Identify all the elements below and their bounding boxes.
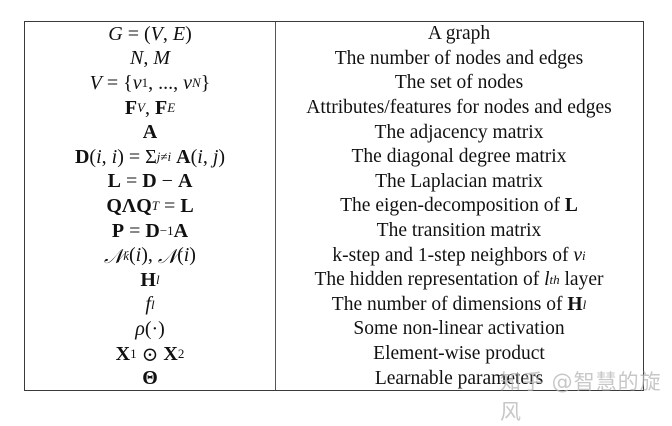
symbol-cell: N, M xyxy=(129,47,170,70)
description-cell: Attributes/features for nodes and edges xyxy=(306,97,612,119)
description-cell: Element-wise product xyxy=(373,343,545,365)
description-cell: Some non-linear activation xyxy=(353,318,565,340)
watermark-text: 知乎 @智慧的旋风 xyxy=(500,370,662,424)
symbol-cell: G = (V, E) xyxy=(108,22,192,45)
math-vi: v xyxy=(573,244,583,266)
description-cell: The transition matrix xyxy=(376,220,542,242)
symbol-cell: L = D − A xyxy=(107,170,193,193)
table-row: Θ Learnable parameters xyxy=(25,366,643,391)
table-row: L = D − A The Laplacian matrix xyxy=(25,170,643,195)
math-L: L xyxy=(564,195,578,217)
notation-table: G = (V, E) A graph N, M The number of no… xyxy=(24,21,644,391)
table-row: ρ(·) Some non-linear activation xyxy=(25,317,643,342)
symbol-cell: Θ xyxy=(142,367,158,390)
description-cell: The adjacency matrix xyxy=(374,121,544,143)
symbol-cell: ρ(·) xyxy=(135,317,165,340)
math-l-th: l xyxy=(544,269,550,291)
description-cell: The set of nodes xyxy=(394,72,524,94)
description-cell: The number of nodes and edges xyxy=(334,47,584,69)
description-cell: The eigen-decomposition of L xyxy=(340,195,578,217)
symbol-cell: A xyxy=(142,121,158,144)
table-row: G = (V, E) A graph xyxy=(25,22,643,47)
description-cell: The Laplacian matrix xyxy=(375,170,543,192)
description-cell: Learnable parameters xyxy=(374,367,544,389)
table-row: A The adjacency matrix xyxy=(25,120,643,145)
table-row: N, M The number of nodes and edges xyxy=(25,47,643,72)
description-cell: The diagonal degree matrix xyxy=(351,146,567,168)
math-H: H xyxy=(567,293,583,315)
column-divider xyxy=(275,22,276,390)
description-cell: A graph xyxy=(427,23,491,45)
